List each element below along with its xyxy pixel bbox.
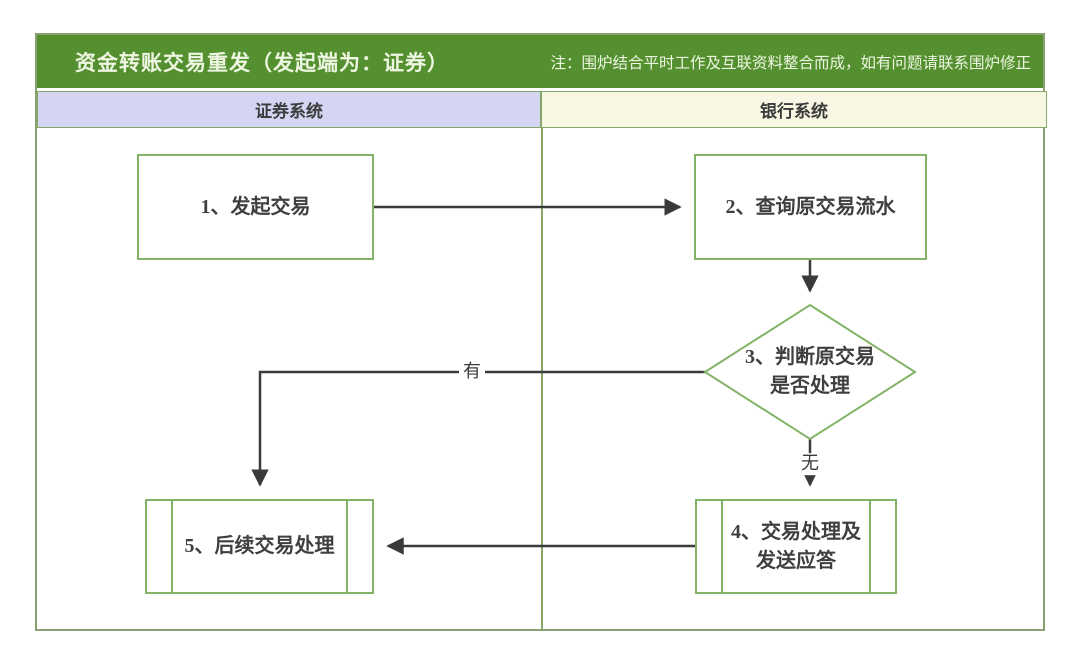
edge-label-no: 无 (797, 453, 823, 475)
note-text: 注：围炉结合平时工作及互联资料整合而成，如有问题请联系围炉修正 (550, 54, 1031, 72)
node-2-label: 2、查询原交易流水 (725, 195, 896, 218)
flowchart-canvas: 资金转账交易重发（发起端为：证券） 注：围炉结合平时工作及互联资料整合而成，如有… (35, 33, 1047, 631)
edge-label-yes: 有 (459, 361, 485, 383)
node-2-process: 2、查询原交易流水 (694, 154, 927, 260)
node-1-label: 1、发起交易 (200, 195, 311, 218)
node-4-label: 4、交易处理及发送应答 (731, 520, 861, 572)
title-bar: 资金转账交易重发（发起端为：证券） 注：围炉结合平时工作及互联资料整合而成，如有… (37, 35, 1043, 88)
node-1-process: 1、发起交易 (137, 154, 374, 260)
node-3-label: 3、判断原交易是否处理 (745, 346, 875, 397)
node-5-label: 5、后续交易处理 (184, 535, 335, 557)
edge-3-to-5-yes (251, 370, 705, 487)
node-5-predefined-process: 5、后续交易处理 (145, 499, 374, 594)
lane-header-bank: 银行系统 (541, 91, 1047, 128)
page-title: 资金转账交易重发（发起端为：证券） (75, 50, 449, 75)
lane-header-securities: 证券系统 (37, 91, 541, 128)
lane-divider (541, 128, 543, 629)
node-3-decision-label: 3、判断原交易是否处理 (743, 335, 877, 409)
node-4-predefined-process: 4、交易处理及发送应答 (695, 499, 897, 594)
